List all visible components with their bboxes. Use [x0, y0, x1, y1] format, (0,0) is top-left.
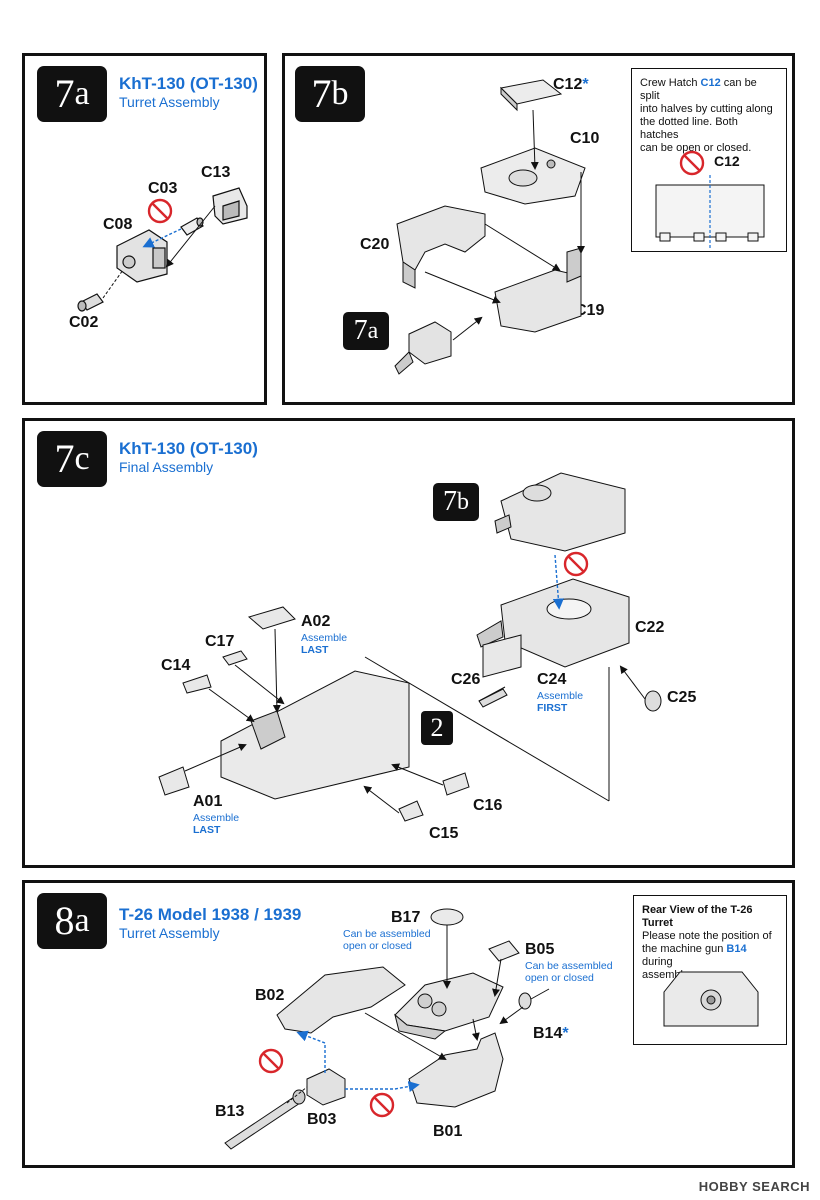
part-label-c17: C17 [205, 633, 235, 650]
step-7c-diagram [158, 472, 662, 822]
hatch-diagram [655, 150, 765, 249]
part-b13-drawing [224, 1089, 306, 1150]
footer-watermark: HOBBY SEARCH [698, 1179, 810, 1194]
part-label-c13: C13 [201, 164, 231, 181]
part-label-c25: C25 [667, 689, 697, 706]
part-label-c03: C03 [148, 180, 178, 197]
part-label-b13: B13 [215, 1103, 245, 1120]
part-c16-drawing [442, 772, 470, 796]
part-c02-drawing [77, 293, 104, 312]
part-label-b17: B17 [391, 909, 421, 926]
part-label-c15: C15 [429, 825, 459, 842]
subassembly-7a-drawing [394, 321, 452, 375]
part-label-b05: B05 [525, 941, 555, 958]
part-label-c02: C02 [69, 314, 99, 331]
part-roof-drawing [394, 972, 504, 1040]
part-label-c16: C16 [473, 797, 503, 814]
rear-view-diagram [663, 971, 759, 1027]
part-c15-drawing [398, 800, 424, 822]
part-label-b14: B14* [533, 1025, 569, 1042]
rear-view-info-box: Rear View of the T-26 Turret Please note… [633, 895, 787, 1045]
step-7b-diagram [394, 79, 586, 375]
part-a01-drawing [158, 766, 190, 796]
step-8a-subtitle: Turret Assembly [119, 925, 220, 941]
part-b05-drawing [488, 940, 520, 962]
no-glue-icon [147, 198, 173, 224]
step-7a-subtitle: Turret Assembly [119, 94, 220, 110]
part-b02-drawing [276, 966, 406, 1034]
part-b03-drawing [306, 1068, 346, 1106]
part-c14-drawing [182, 674, 212, 694]
part-c13-drawing [212, 187, 248, 225]
part-label-a02: A02 [301, 613, 331, 630]
part-c08-drawing [116, 229, 168, 283]
part-label-c14: C14 [161, 657, 191, 674]
part-label-c26: C26 [451, 671, 481, 688]
step-7c-title: KhT-130 (OT-130) [119, 439, 258, 458]
part-label-c24: C24 [537, 671, 567, 688]
step-8a-title: T-26 Model 1938 / 1939 [119, 905, 302, 924]
part-c10-drawing [480, 147, 586, 205]
step-7a-title: KhT-130 (OT-130) [119, 74, 258, 93]
part-a02-drawing [247, 606, 296, 630]
no-glue-icon [369, 1092, 395, 1118]
part-c25-drawing [644, 690, 662, 712]
part-c03-drawing [180, 217, 204, 236]
part-label-b01: B01 [433, 1123, 463, 1140]
part-label-c20: C20 [360, 236, 390, 253]
part-c19-drawing [494, 247, 582, 333]
part-label-a01: A01 [193, 793, 223, 810]
part-label-b03: B03 [307, 1111, 337, 1128]
no-glue-icon [258, 1048, 284, 1074]
part-b01-drawing [408, 1032, 504, 1108]
hull-drawing [220, 670, 410, 800]
part-label-b02: B02 [255, 987, 285, 1004]
step-8a-diagram [224, 908, 550, 1150]
step-7c-subtitle: Final Assembly [119, 459, 214, 475]
part-c17-drawing [222, 650, 248, 666]
part-label-c12: C12* [553, 76, 589, 93]
part-label-c10: C10 [570, 130, 600, 147]
no-glue-icon [563, 551, 589, 577]
part-c20-drawing [396, 205, 486, 289]
part-label-c08: C08 [103, 216, 133, 233]
step-7a-diagram [77, 187, 248, 312]
part-label-c19: C19 [575, 302, 605, 319]
part-c26-drawing [478, 688, 508, 708]
part-c12-drawing [499, 79, 563, 112]
no-glue-icon [679, 150, 705, 176]
hatch-info-box: Crew Hatch C12 can be split into halves … [631, 68, 787, 252]
subassembly-7b-drawing [494, 472, 626, 552]
part-c24-drawing [482, 634, 522, 678]
step-ref-box-2: 2 [421, 711, 453, 745]
part-b14-drawing [518, 988, 550, 1010]
part-b17-drawing [430, 908, 464, 926]
info-part-label-c12: C12 [714, 153, 740, 169]
part-label-c22: C22 [635, 619, 665, 636]
